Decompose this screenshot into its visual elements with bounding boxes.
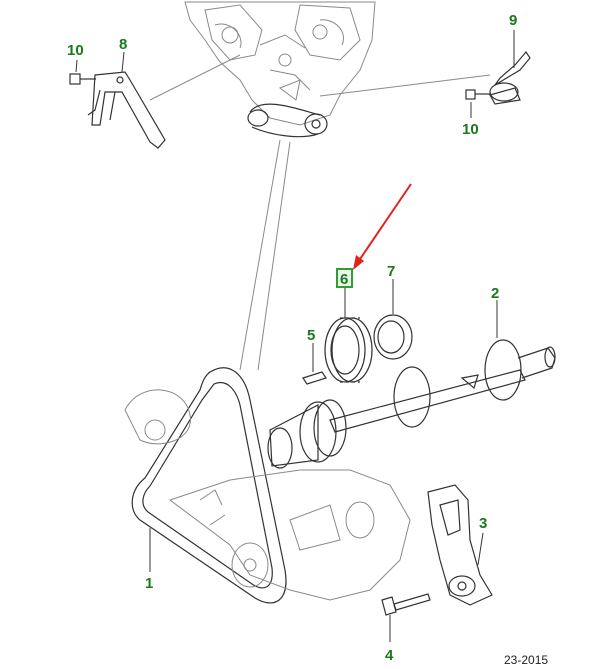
callout-9: 9 <box>509 12 517 29</box>
callout-10-left: 10 <box>67 42 84 59</box>
diagram-reference-code: 23-2015 <box>504 653 548 667</box>
indicator-arrow <box>353 183 412 270</box>
callout-4: 4 <box>385 647 394 664</box>
sprocket-part-6 <box>324 288 373 383</box>
callout-6-highlight-box <box>336 268 353 288</box>
thrust-washer-part-7 <box>373 279 413 360</box>
shaft-part-2 <box>329 300 556 433</box>
drive-gear-and-hub <box>267 399 347 469</box>
callout-3: 3 <box>479 515 487 532</box>
callout-1: 1 <box>145 575 153 592</box>
woodruff-key-part-5 <box>302 343 327 385</box>
engine-block-illustration <box>184 1 376 138</box>
callout-5: 5 <box>307 327 315 344</box>
callout-6: 6 <box>340 271 348 288</box>
callout-7: 7 <box>387 263 395 280</box>
callout-8: 8 <box>119 36 127 53</box>
sensor-part-9 <box>465 30 531 118</box>
bolt-part-4 <box>381 593 431 642</box>
bracket-part-8 <box>69 51 166 149</box>
drive-belt-part-1 <box>131 367 287 604</box>
tensioner-part-3 <box>427 484 493 606</box>
oil-pump-assembly <box>124 389 411 601</box>
perspective-guide-lines <box>149 54 491 371</box>
callout-10-right: 10 <box>462 121 479 138</box>
callout-2: 2 <box>491 285 499 302</box>
